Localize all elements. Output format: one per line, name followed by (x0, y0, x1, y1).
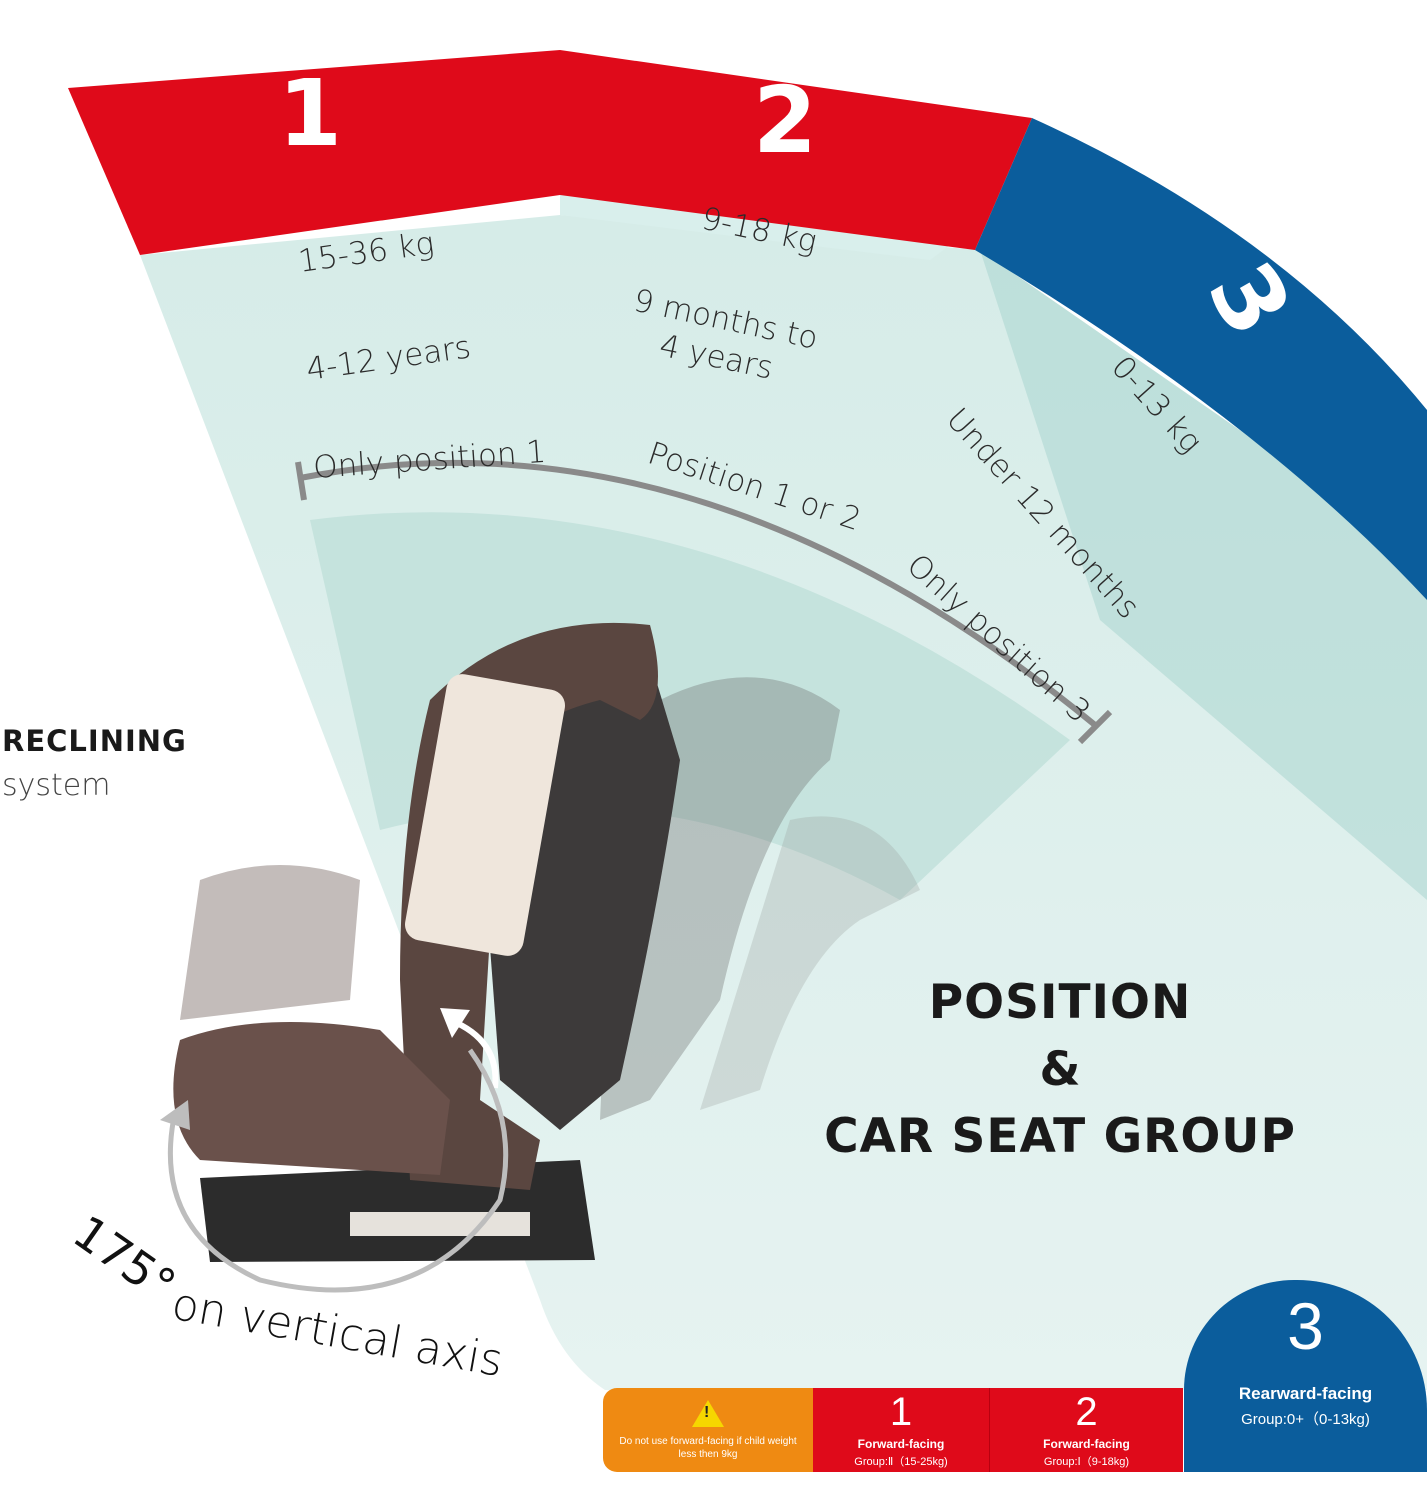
legend-item-1-group: Group:Ⅱ（15-25kg) (854, 1456, 948, 1468)
recline-arrow-head (440, 1008, 470, 1038)
rotation-arc (167, 1048, 509, 1293)
legend-item-2-label: Forward-facing (1043, 1437, 1130, 1451)
rotation-degrees: 175° (64, 1205, 186, 1313)
position-headline: POSITION & CAR SEAT GROUP (760, 975, 1360, 1164)
legend-warning: ! Do not use forward-facing if child wei… (603, 1388, 813, 1472)
band2-red (560, 50, 1032, 250)
headline-line1: POSITION (928, 975, 1192, 1030)
reclining-subtitle: system (2, 768, 111, 803)
legend-item-2: 2 Forward-facing Group:Ⅰ（9-18kg) (989, 1388, 1183, 1472)
position-arc (299, 459, 1097, 728)
warning-icon: ! (692, 1399, 724, 1427)
legend-item-1-label: Forward-facing (857, 1437, 945, 1451)
legend-item-3-label: Rearward-facing (1238, 1384, 1373, 1403)
band3-blue (975, 118, 1427, 600)
legend-warning-text: Do not use forward-facing if child weigh… (619, 1435, 797, 1460)
rotation-text: on vertical axis (168, 1279, 507, 1387)
seat-base-label (350, 1212, 530, 1236)
legend-item-3-number: 3 (1287, 1289, 1324, 1363)
headline-line3: CAR SEAT GROUP (824, 1109, 1296, 1164)
legend-item-2-number: 2 (1075, 1390, 1098, 1434)
car-seat-illustration (173, 622, 920, 1262)
band1-number: 1 (278, 60, 342, 167)
legend-item-3-group: Group:0+（0-13kg) (1241, 1411, 1370, 1428)
band2-number: 2 (753, 67, 817, 174)
legend-item-1-number: 1 (889, 1390, 913, 1434)
seat-ghost-upright (180, 865, 360, 1020)
arc-end-left (295, 461, 307, 501)
legend-item-2-group: Group:Ⅰ（9-18kg) (1043, 1456, 1130, 1468)
legend-item-1: 1 Forward-facing Group:Ⅱ（15-25kg) (813, 1388, 989, 1472)
band1-red (68, 50, 560, 255)
seat-base (200, 1160, 595, 1262)
arc-end-right (1077, 709, 1113, 745)
rotation-arrow-head (160, 1100, 190, 1130)
seat-ghost-far (700, 816, 920, 1110)
seat-cushion (173, 1022, 451, 1175)
legend-item-3: 3 Rearward-facing Group:0+（0-13kg) (1184, 1280, 1427, 1472)
seat-instruction-label (405, 674, 565, 956)
headline-line2: & (1039, 1042, 1081, 1097)
reclining-title: RECLINING (2, 724, 187, 758)
band3-shade (980, 250, 1427, 900)
group-legend: ! Do not use forward-facing if child wei… (603, 1388, 1183, 1472)
